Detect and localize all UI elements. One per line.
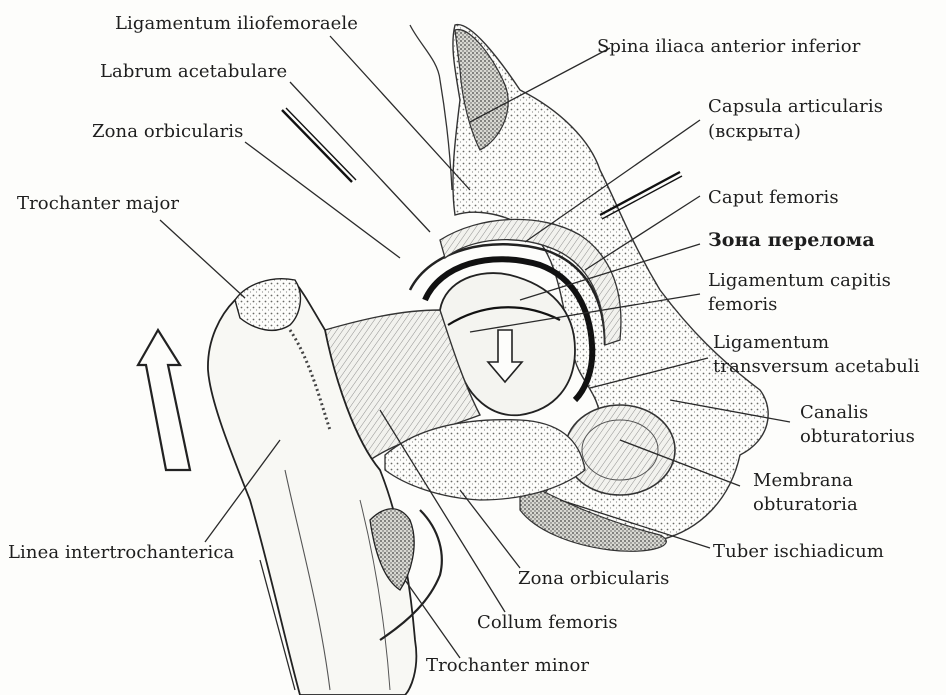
label-canalis-obturatorius: obturatorius <box>800 426 915 447</box>
label-membrana-obturatoria: obturatoria <box>753 494 858 515</box>
ilium-contour <box>410 25 452 190</box>
label-collum-femoris: Collum femoris <box>477 612 618 633</box>
label-membrana: Membrana <box>753 470 853 491</box>
label-fracture-zone: Зона перелома <box>708 230 875 251</box>
label-transversum-acetabuli: transversum acetabuli <box>713 356 920 377</box>
label-zona-orbicularis-top: Zona orbicularis <box>92 121 243 142</box>
label-labrum-acetabulare: Labrum acetabulare <box>100 61 287 82</box>
label-canalis: Canalis <box>800 402 868 423</box>
up-arrow-icon <box>138 330 190 470</box>
label-ligamentum-transversum: Ligamentum <box>713 332 829 353</box>
label-capsula-articularis: Capsula articularis <box>708 96 883 117</box>
label-tuber-ischiadicum: Tuber ischiadicum <box>713 541 884 562</box>
label-trochanter-minor: Trochanter minor <box>426 655 589 676</box>
label-ligamentum-iliofemorale: Ligamentum iliofemoraele <box>115 13 358 34</box>
label-linea-intertrochanterica: Linea intertrochanterica <box>8 542 234 563</box>
label-ligamentum-capitis: Ligamentum capitis <box>708 270 891 291</box>
label-zona-orbicularis-bottom: Zona orbicularis <box>518 568 669 589</box>
label-capsula-opened: (вскрыта) <box>708 121 801 142</box>
label-trochanter-major: Trochanter major <box>17 193 179 214</box>
label-caput-femoris: Caput femoris <box>708 187 839 208</box>
label-spina-iliaca: Spina iliaca anterior inferior <box>597 36 860 57</box>
label-ligamentum-capitis-femoris: femoris <box>708 294 778 315</box>
